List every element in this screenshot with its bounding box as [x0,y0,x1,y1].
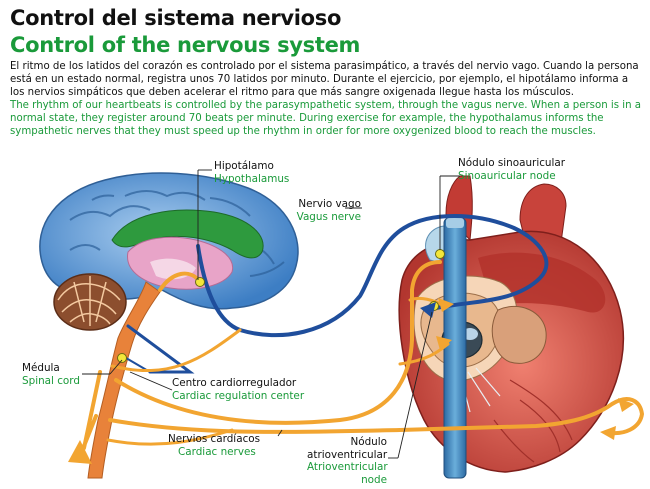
label-vagus-nerve: Nervio vago Vagus nerve [296,198,361,223]
title-english: Control of the nervous system [10,33,361,57]
leader-lines [82,169,460,459]
label-spinal-cord: Médula Spinal cord [22,362,80,387]
label-cardiac-nerves: Nervios cardíacos Cardiac nerves [168,433,261,458]
intro-spanish: El ritmo de los latidos del corazón es c… [10,61,639,99]
intro-english: The rhythm of our heartbeats is controll… [10,100,642,138]
cerebellum [53,273,127,331]
brain [39,172,299,479]
intro-text: El ritmo de los latidos del corazón es c… [10,60,642,139]
label-sinoatrial-node: Nódulo sinoauricular Sinoauricular node [458,157,566,182]
label-cardiac-regulation-center: Centro cardiorregulador Cardiac regulati… [172,377,305,402]
cardiac-nerve-main [114,260,442,425]
spinal-cord [87,281,161,479]
vena-cava [443,217,467,479]
title-spanish: Control del sistema nervioso [10,6,342,30]
label-hypothalamus: Hipotálamo Hypothalamus [214,160,290,185]
label-atrioventricular-node: Nódulo atrioventricular Atrioventricular… [307,436,388,486]
arrowheads [68,298,634,464]
